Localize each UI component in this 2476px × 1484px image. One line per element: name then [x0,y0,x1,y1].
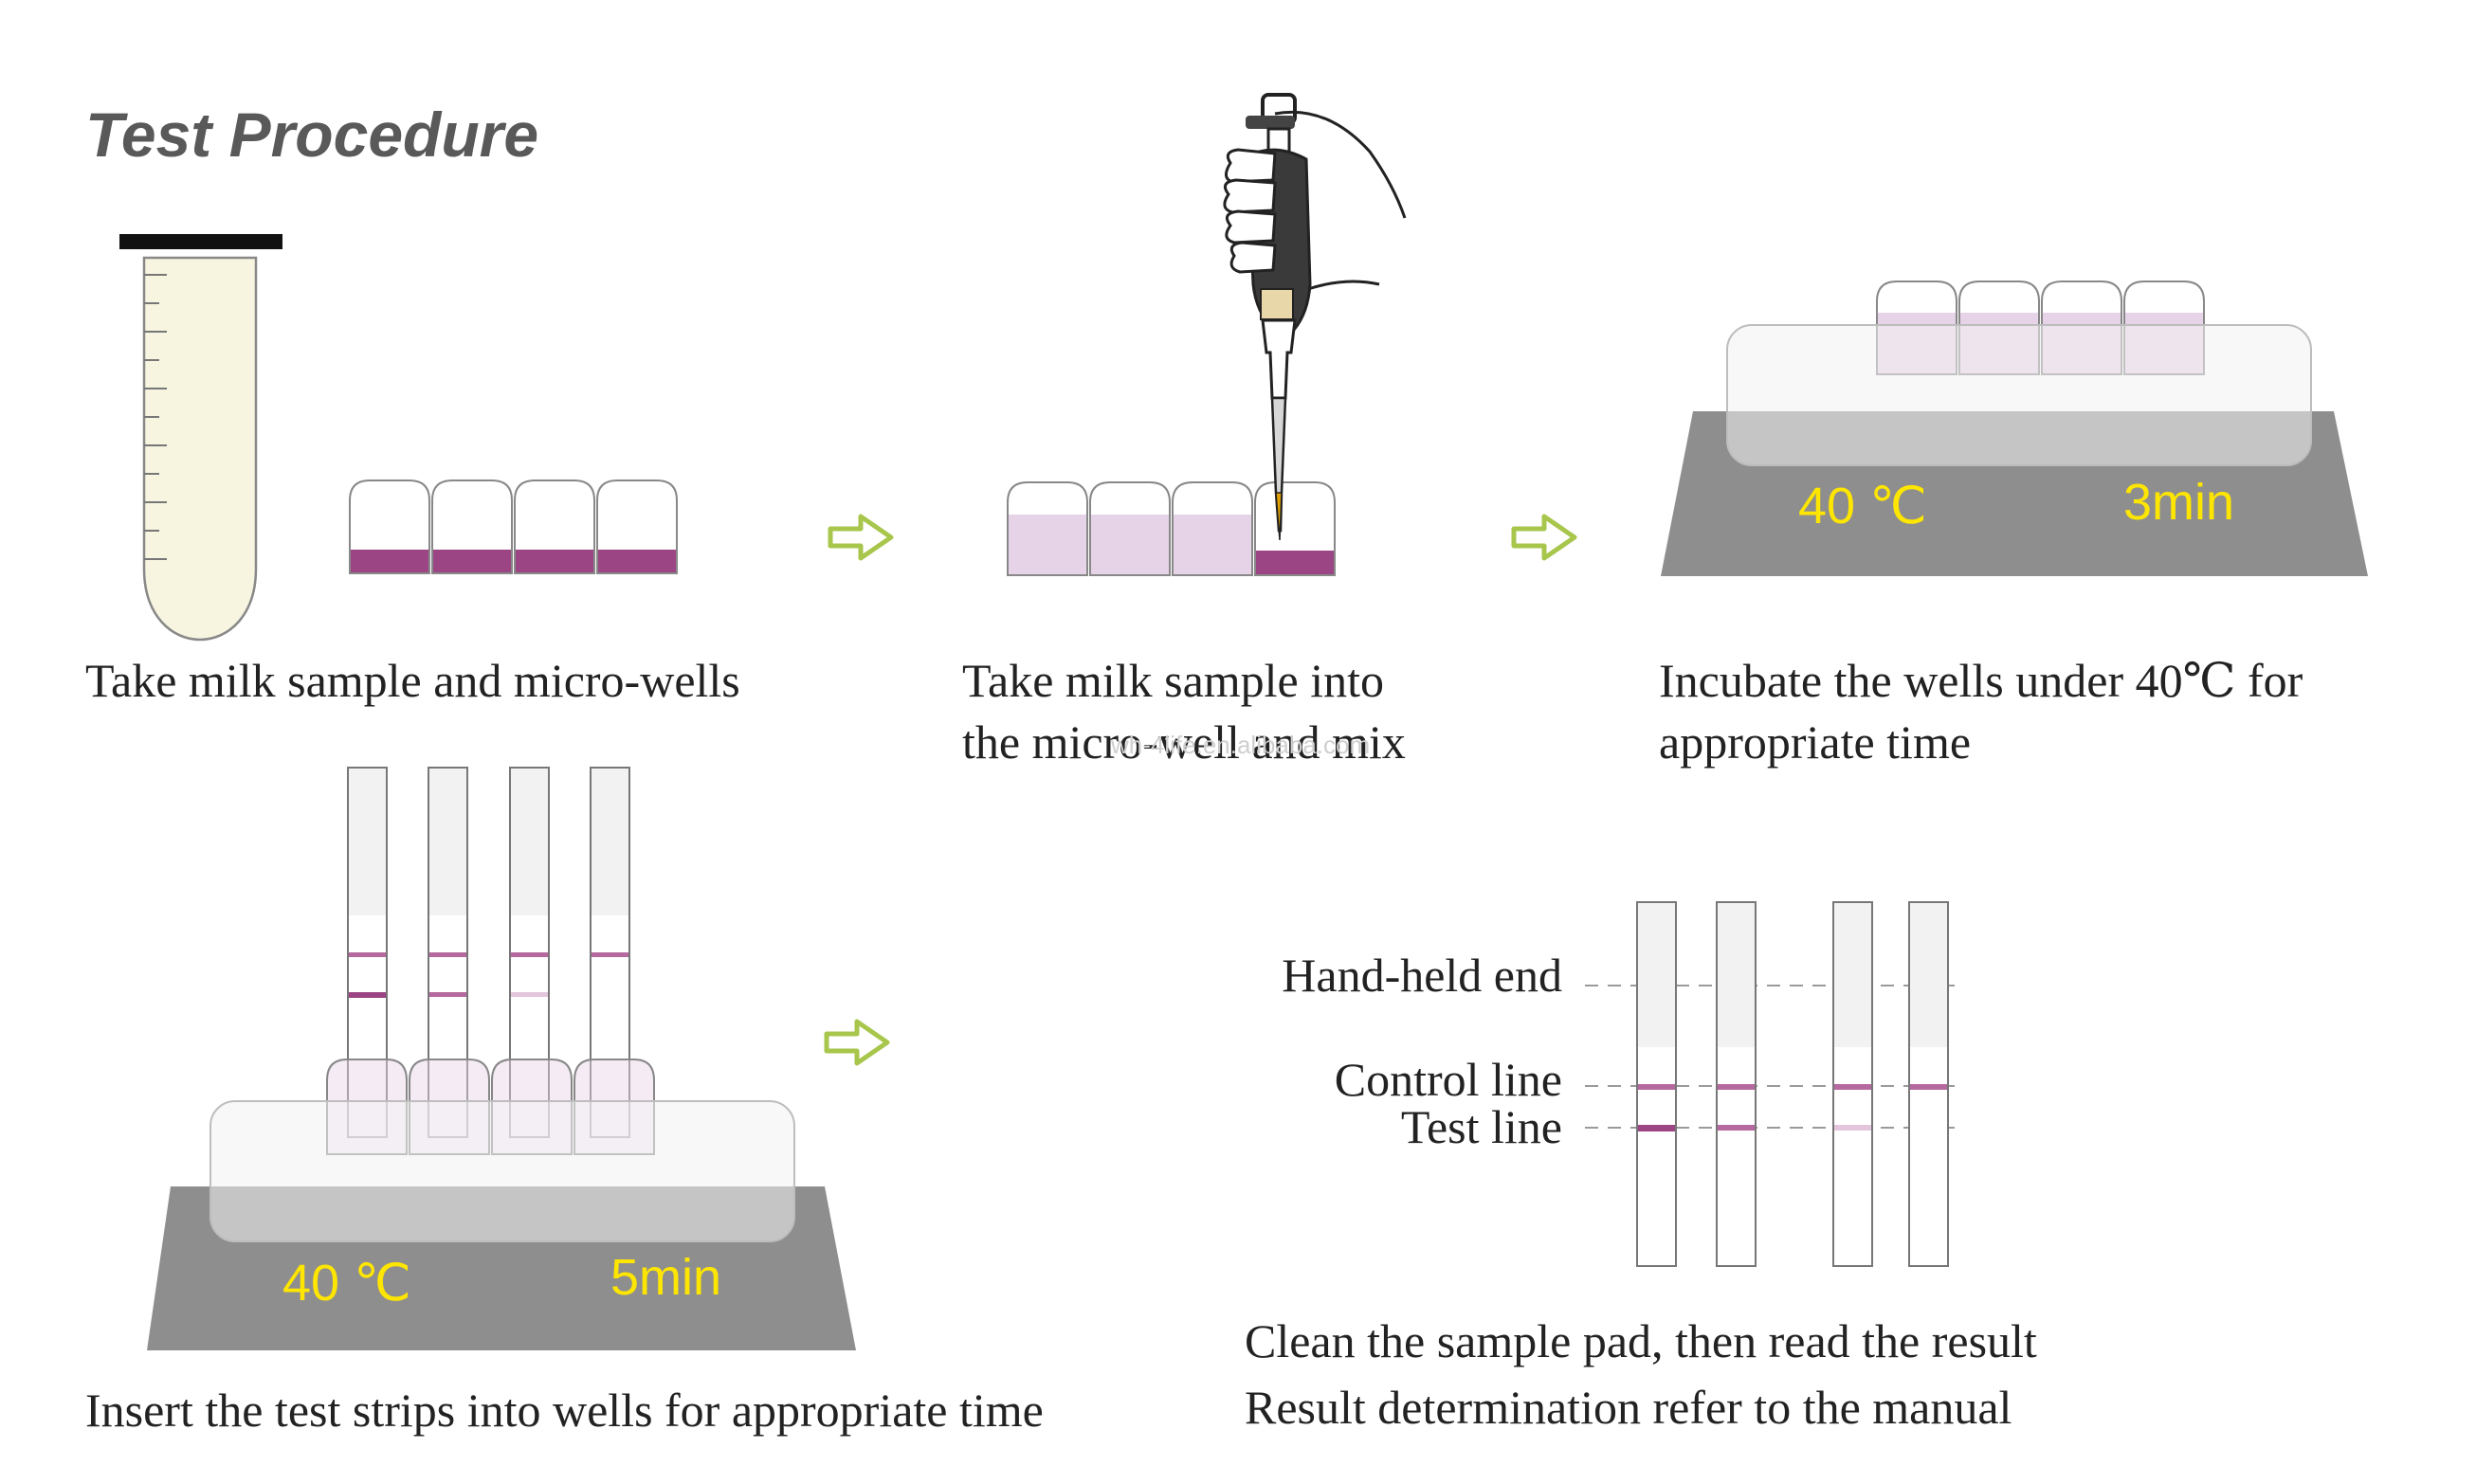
step3-caption-line2: appropriate time [1659,715,1971,769]
incubator-lid [1726,324,2312,466]
incubator-step3: 40 ℃ 3min [1661,281,2368,576]
micro-well [349,480,430,574]
test-strips-step4 [347,767,630,1138]
pipette-icon [1223,93,1407,541]
test-strip [1716,901,1757,1267]
tube-graduations [144,274,167,560]
micro-well [1254,481,1336,576]
step3-caption-line1: Incubate the wells under 40℃ for [1659,654,2303,707]
result-strips [1585,901,1955,1267]
arrow-icon [1514,516,1575,558]
test-strip [1908,901,1949,1267]
test-strip [1832,901,1873,1267]
micro-well [1089,481,1171,576]
watermark: wh-4life.en.alibaba.com [1110,731,1370,759]
step2-caption-line1: Take milk sample into [962,654,1384,707]
micro-wells-step1 [349,480,678,574]
micro-well [1007,481,1088,576]
page-title: Test Procedure [85,100,538,170]
step4-caption: Insert the test strips into wells for ap… [85,1384,1044,1437]
arrow-icon [827,1022,887,1063]
micro-well [431,480,513,574]
test-strip [347,767,388,1138]
step5-caption-line2: Result determination refer to the manual [1245,1381,2012,1434]
micro-well [596,480,678,574]
micro-wells-step2 [1007,481,1336,576]
step2-caption-line2: the micro-well and mix [962,715,1406,769]
hand-held-end-label: Hand-held end [1282,949,1562,1002]
incubator-lid [209,1100,795,1242]
milk-tube [119,234,282,642]
test-strip [590,767,630,1138]
tube-body [142,256,258,642]
arrow-icon [830,516,891,558]
test-strip [509,767,550,1138]
step1-caption: Take milk sample and micro-wells [85,654,740,707]
incubator-step4: 40 ℃ 5min [147,767,856,1350]
micro-well [514,480,595,574]
step3-time: 3min [2123,474,2234,531]
step4-time: 5min [610,1249,721,1306]
tube-cap [119,234,282,249]
test-line-label: Test line [1401,1100,1562,1153]
micro-well [1172,481,1253,576]
test-strip [428,767,468,1138]
control-line-label: Control line [1335,1053,1562,1106]
step3-temperature: 40 ℃ [1798,478,1927,534]
test-strip [1636,901,1677,1267]
step4-temperature: 40 ℃ [282,1255,411,1312]
step5-caption-line1: Clean the sample pad, then read the resu… [1245,1314,2037,1367]
guide-lines [1585,985,1955,1129]
